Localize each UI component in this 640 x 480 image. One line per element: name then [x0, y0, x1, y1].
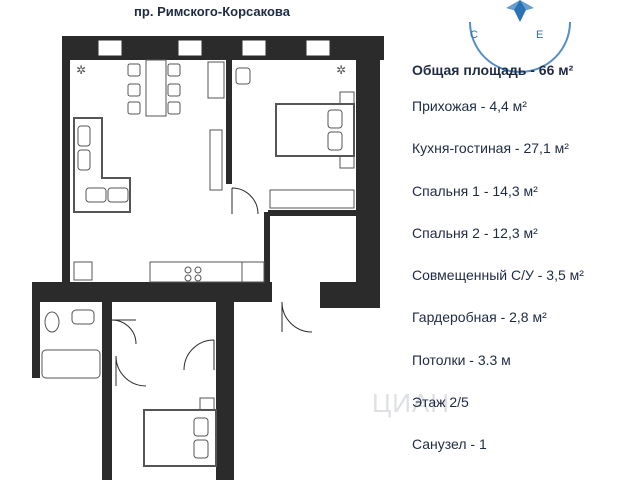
- wall-partition-vertical: [226, 60, 232, 184]
- window-4: [305, 39, 331, 57]
- sink: [73, 261, 93, 281]
- sofa-cushion: [107, 187, 129, 203]
- double-bed: [143, 409, 217, 467]
- stove-burner: [194, 274, 202, 282]
- fridge: [241, 261, 265, 283]
- bedside-table: [199, 397, 215, 411]
- stove-burner: [194, 266, 202, 274]
- chair: [167, 101, 181, 115]
- wall-left: [62, 36, 70, 282]
- dresser: [269, 189, 355, 209]
- bed-pillow: [327, 131, 343, 151]
- room-row-wardrobe: Гардеробная - 2,8 м²: [412, 309, 547, 326]
- window-1: [97, 39, 123, 57]
- chair: [127, 83, 141, 97]
- compass-label-east: Е: [536, 29, 543, 41]
- wall-lower-left: [102, 300, 112, 480]
- room-row-bathroom: Совмещенный С/У - 3,5 м²: [412, 267, 584, 284]
- bed-pillow: [193, 439, 209, 459]
- wall-right-bottom: [320, 282, 380, 308]
- walls: [32, 36, 384, 480]
- tv-stand: [209, 129, 223, 191]
- wall-partition-hall: [264, 212, 270, 282]
- bed-pillow: [193, 417, 209, 437]
- washbasin: [71, 309, 95, 325]
- door-wardrobe[interactable]: [115, 355, 147, 387]
- corner-sofa: [73, 117, 131, 213]
- kitchen-counter: [149, 261, 265, 283]
- wall-bathroom-left: [32, 282, 40, 378]
- sofa-cushion: [77, 149, 91, 171]
- chair: [127, 101, 141, 115]
- wall-middle-horizontal: [32, 282, 272, 302]
- window-2: [177, 39, 203, 57]
- wall-bedroom1-bottom: [268, 210, 356, 216]
- room-row-bedroom-2: Спальня 2 - 12,3 м²: [412, 224, 538, 241]
- bedroom2-furniture: [143, 397, 217, 467]
- bed-pillow: [327, 109, 343, 129]
- wall-lower-right: [216, 282, 234, 480]
- bathroom-fixtures: [41, 309, 101, 379]
- compass-ring: [469, 21, 571, 73]
- bedroom1-furniture: ✲: [235, 63, 355, 209]
- window-3: [241, 39, 267, 57]
- watermark: ЦИАН: [372, 388, 451, 418]
- sofa-cushion: [85, 187, 107, 203]
- lamp-icon: ✲: [76, 63, 86, 77]
- room-row-hallway: Прихожая - 4,4 м²: [412, 98, 527, 114]
- stove-burner: [184, 274, 192, 282]
- door-bedroom1[interactable]: [231, 187, 259, 215]
- bathroom-count: Санузел - 1: [412, 436, 487, 453]
- total-area: Общая площадь - 66 м²: [412, 62, 574, 78]
- bedside-table: [339, 155, 355, 169]
- sofa-cushion: [77, 125, 91, 147]
- door-hall[interactable]: [281, 301, 313, 333]
- compass-label-north: С: [470, 29, 478, 41]
- door-bathroom[interactable]: [111, 319, 137, 345]
- chair: [167, 83, 181, 97]
- dining-table: [145, 59, 167, 117]
- bathtub: [41, 349, 101, 379]
- area-summary: Общая площадь - 66 м² Прихожая - 4,4 м² …: [412, 62, 636, 479]
- double-bed: [275, 103, 355, 157]
- room-row-bedroom-1: Спальня 1 - 14,3 м²: [412, 182, 538, 199]
- compass-rose: [469, 0, 571, 73]
- stove-burner: [184, 266, 192, 274]
- room-row-kitchen-living: Кухня-гостиная - 27,1 м²: [412, 140, 569, 157]
- street-label: пр. Римского-Корсакова: [134, 4, 290, 19]
- doors: [111, 187, 313, 387]
- ceiling-height: Потолки - 3.3 м: [412, 351, 511, 368]
- wall-right: [356, 36, 380, 308]
- toilet: [44, 311, 60, 333]
- windows: [97, 39, 331, 57]
- floor-number: Этаж 2/5: [412, 394, 469, 411]
- kitchen-living-furniture: ✲: [73, 59, 265, 283]
- wardrobe: [207, 61, 225, 99]
- chair: [167, 63, 181, 77]
- chair: [127, 63, 141, 77]
- compass-arrow-icon: [506, 0, 534, 12]
- armchair: [235, 67, 251, 85]
- lamp-icon: ✲: [336, 63, 346, 77]
- bedside-table: [339, 91, 355, 105]
- door-corridor[interactable]: [183, 339, 215, 371]
